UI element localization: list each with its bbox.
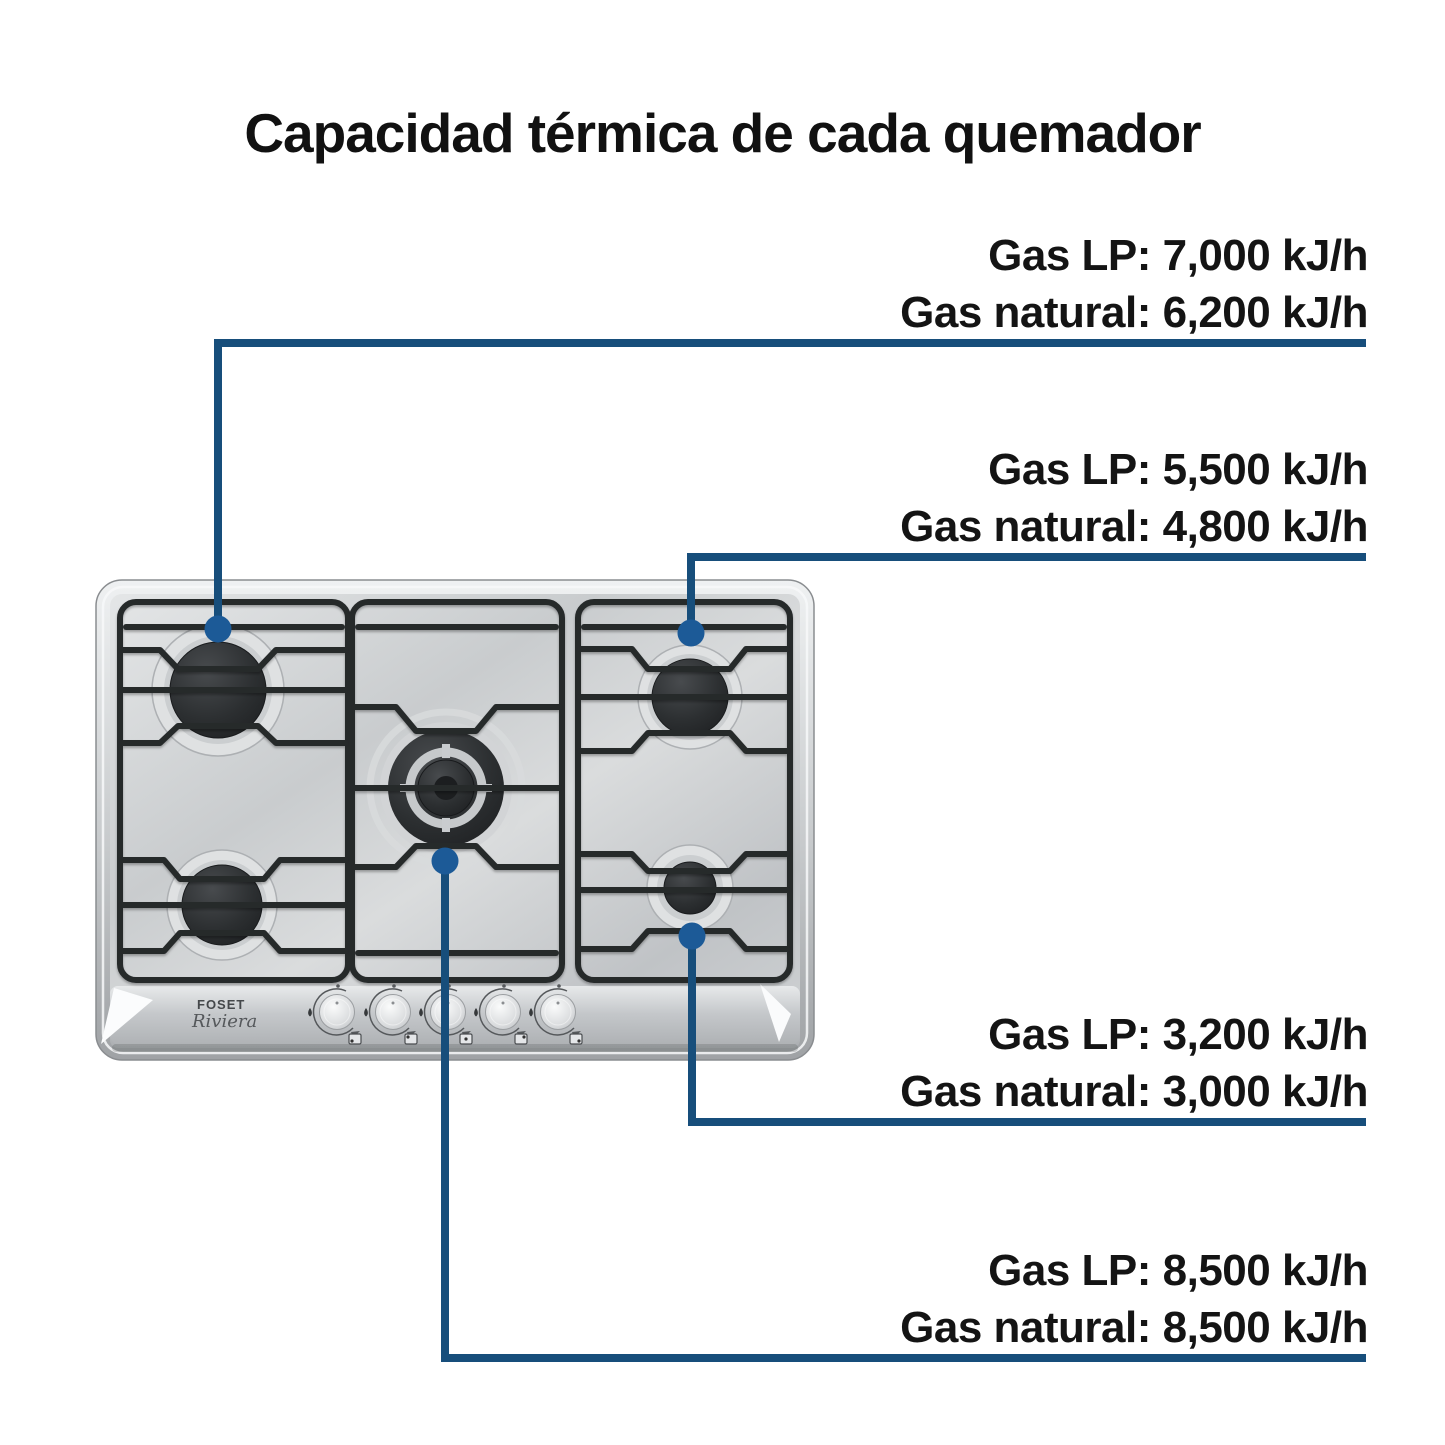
callout-gas-natural: Gas natural: 8,500 kJ/h (900, 1303, 1368, 1352)
knob-2[interactable] (364, 984, 418, 1045)
callout-gas-lp: Gas LP: 7,000 kJ/h (988, 231, 1368, 280)
callout-burner-top-right: Gas LP: 5,500 kJ/h Gas natural: 4,800 kJ… (900, 441, 1368, 555)
callout-gas-lp: Gas LP: 8,500 kJ/h (988, 1246, 1368, 1295)
brand-logo: FOSET (197, 997, 246, 1012)
callout-burner-top-left: Gas LP: 7,000 kJ/h Gas natural: 6,200 kJ… (900, 227, 1368, 341)
flame-icon (474, 1008, 478, 1017)
knob-4[interactable] (474, 984, 528, 1045)
grate-center (349, 599, 565, 983)
callout-burner-center: Gas LP: 8,500 kJ/h Gas natural: 8,500 kJ… (900, 1242, 1368, 1356)
flame-icon (529, 1008, 533, 1017)
front-glare-right (760, 984, 791, 1042)
grate-left (117, 599, 351, 983)
callout-burner-bottom-right: Gas LP: 3,200 kJ/h Gas natural: 3,000 kJ… (900, 1006, 1368, 1120)
connector-dot-top-right (677, 619, 705, 647)
connector-dot-center (431, 847, 459, 875)
connector-dot-top-left (204, 615, 232, 643)
knob-5[interactable] (529, 984, 583, 1045)
knob-1[interactable] (308, 984, 362, 1045)
callout-gas-lp: Gas LP: 3,200 kJ/h (988, 1010, 1368, 1059)
burner-position-icon (514, 1033, 528, 1045)
series-logo: Riviera (192, 1011, 258, 1032)
burner-position-icon (404, 1033, 418, 1045)
leader-line-center-burner (441, 866, 1366, 1362)
connector-dot-bottom-right (678, 922, 706, 950)
connector-dots (204, 615, 706, 950)
flame-icon (308, 1008, 312, 1017)
callout-gas-natural: Gas natural: 6,200 kJ/h (900, 288, 1368, 337)
callout-gas-natural: Gas natural: 3,000 kJ/h (900, 1067, 1368, 1116)
leader-line-bottom-right-burner (688, 941, 1366, 1126)
flame-icon (419, 1008, 423, 1017)
page-title: Capacidad térmica de cada quemador (244, 102, 1201, 164)
leader-line-top-left-burner (214, 339, 1366, 622)
burner-position-icon (348, 1033, 362, 1045)
burner-position-icon (569, 1033, 583, 1045)
callout-gas-natural: Gas natural: 4,800 kJ/h (900, 502, 1368, 551)
leader-line-top-right-burner (687, 553, 1366, 626)
flame-icon (364, 1008, 368, 1017)
callout-gas-lp: Gas LP: 5,500 kJ/h (988, 445, 1368, 494)
front-glare-left (101, 988, 153, 1044)
leader-lines (214, 339, 1366, 1362)
